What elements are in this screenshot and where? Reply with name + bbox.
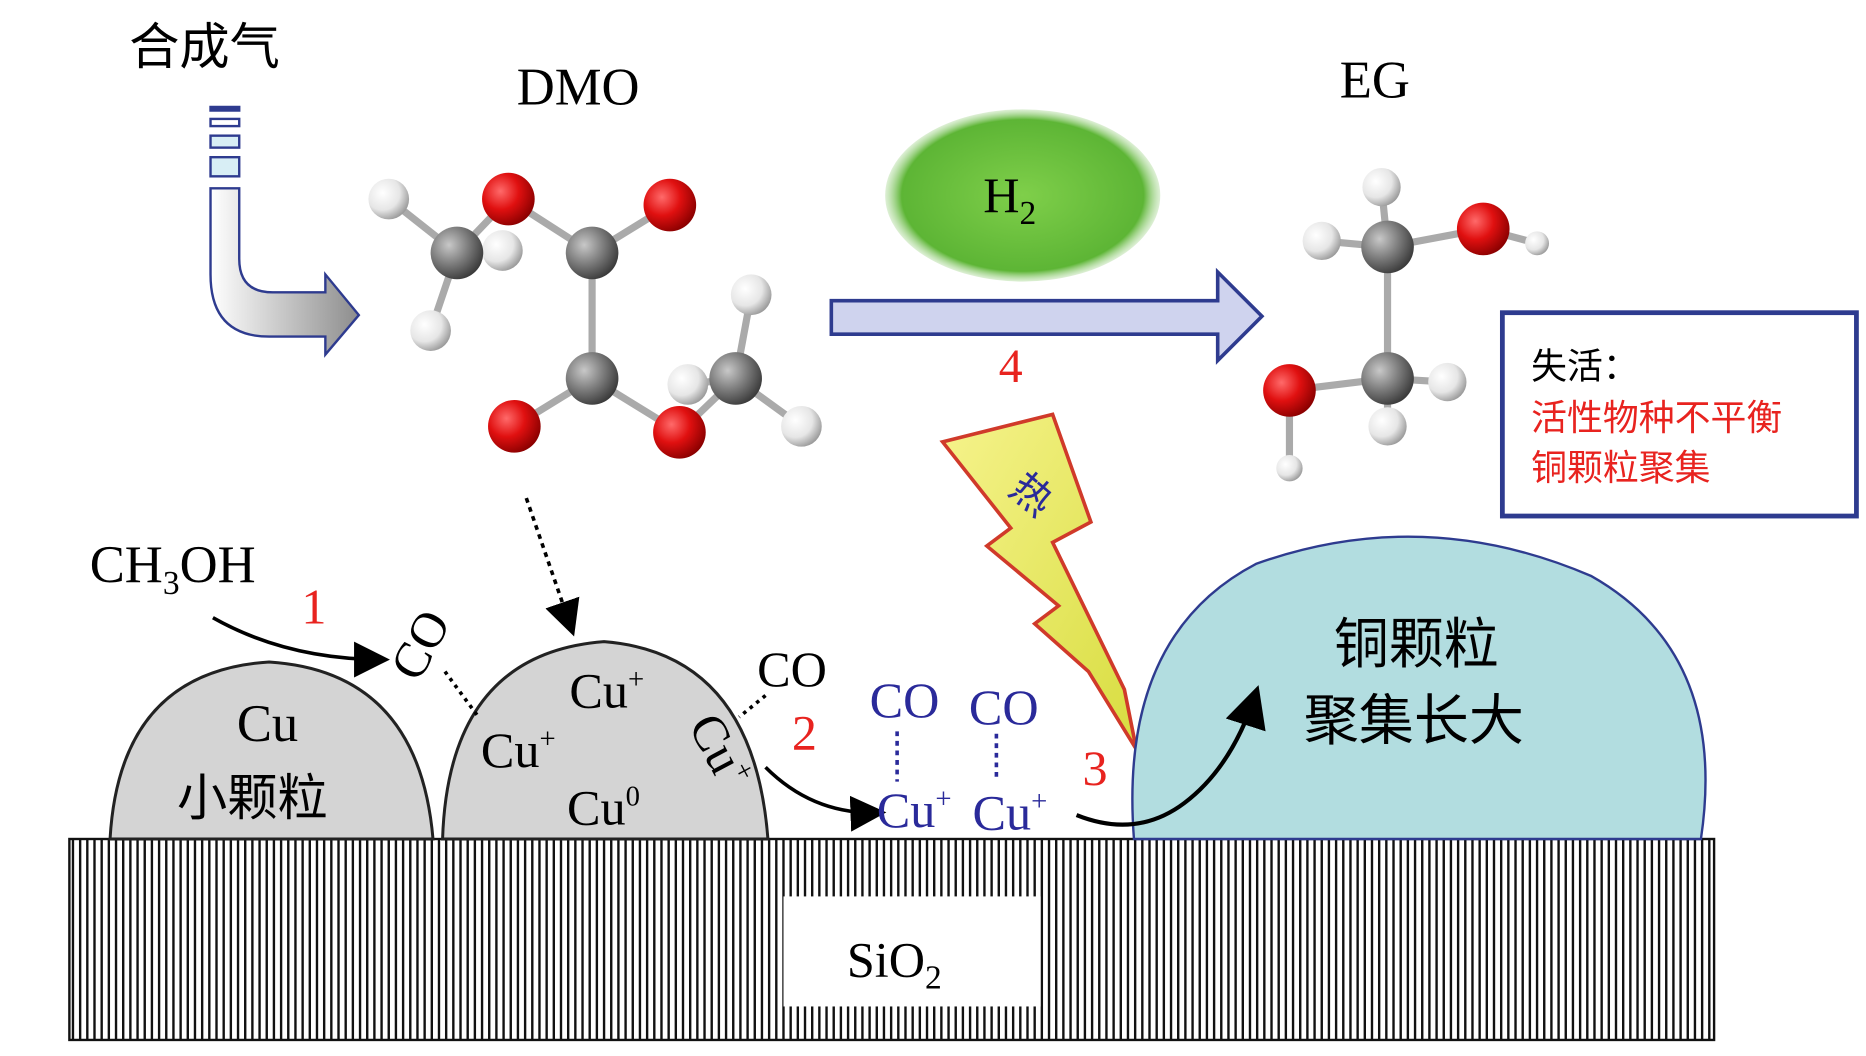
step-2-label: 2 xyxy=(792,704,817,760)
small-cu-desc: 小颗粒 xyxy=(177,768,328,827)
big-particle-label-1: 铜颗粒 xyxy=(1334,612,1499,676)
co-adsorbed-2: CO xyxy=(757,641,827,697)
methanol-label: CH3OH xyxy=(90,536,256,602)
deactivation-reason-2: 铜颗粒聚集 xyxy=(1531,448,1710,489)
heat-lightning-icon xyxy=(939,412,1139,751)
co-bond-2 xyxy=(738,694,767,719)
deactivation-box: 失活： 活性物种不平衡 铜颗粒聚集 xyxy=(1499,310,1859,519)
co-bond-1 xyxy=(443,670,480,719)
cu-zero: Cu0 xyxy=(567,780,640,836)
syngas-label: 合成气 xyxy=(129,17,280,76)
cu-plus-top: Cu+ xyxy=(569,662,644,718)
syngas-inflow-arrow-icon xyxy=(209,105,361,358)
co-mobile-1: CO xyxy=(870,672,940,728)
deactivation-reason-1: 活性物种不平衡 xyxy=(1531,398,1782,439)
big-particle-label-2: 聚集长大 xyxy=(1304,689,1524,753)
support-label: SiO2 xyxy=(847,932,942,997)
cu-plus-mobile-1: Cu+ xyxy=(877,782,952,838)
step-1-label: 1 xyxy=(301,579,326,635)
h2-label: H2 xyxy=(983,167,1036,232)
dmo-label: DMO xyxy=(517,59,640,117)
eg-label: EG xyxy=(1340,51,1410,109)
small-cu-particle xyxy=(108,660,435,841)
eg-molecule xyxy=(1263,167,1550,482)
support-label-bg xyxy=(783,896,1041,1007)
methanol-decomposition-arrow xyxy=(212,616,390,678)
small-cu-label: Cu xyxy=(237,695,298,753)
cu-particle-mixed xyxy=(441,640,770,841)
co-adsorbed-1: CO xyxy=(379,601,461,689)
cu-plus-left: Cu+ xyxy=(481,722,556,778)
cu-migration-arrow xyxy=(764,765,887,832)
hydrogenation-arrow-icon xyxy=(829,267,1265,365)
dmo-molecule xyxy=(368,172,822,459)
cu-plus-mobile-2: Cu+ xyxy=(972,784,1047,840)
agglomerated-cu-particle xyxy=(1131,535,1707,841)
step-4-label: 4 xyxy=(999,340,1023,393)
step-3-label: 3 xyxy=(1083,740,1108,796)
deactivation-title: 失活： xyxy=(1531,346,1639,387)
co-mobile-2: CO xyxy=(969,679,1039,735)
agglomeration-arrow xyxy=(1075,685,1266,827)
dmo-adsorption-arrow xyxy=(524,497,580,637)
h2-cloud xyxy=(885,109,1161,282)
